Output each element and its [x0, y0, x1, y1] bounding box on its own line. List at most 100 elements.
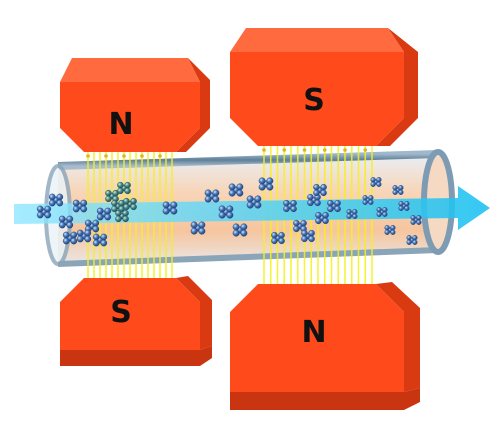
- field-line-dot: [343, 148, 347, 152]
- nanoparticle-cluster: [301, 229, 315, 243]
- nanoparticle: [212, 195, 220, 203]
- nanoparticle: [122, 215, 129, 223]
- nanoparticle: [44, 205, 52, 213]
- nanoparticle-cluster: [258, 177, 274, 191]
- nanoparticle-cluster: [392, 185, 404, 195]
- nanoparticle: [246, 195, 254, 203]
- nanoparticle: [105, 189, 112, 197]
- nanoparticle: [56, 193, 64, 201]
- nanoparticle: [410, 215, 416, 221]
- nanoparticle: [392, 189, 398, 195]
- nanoparticle: [111, 199, 118, 207]
- nanoparticle: [258, 183, 266, 191]
- field-line-dot: [158, 154, 162, 158]
- nanoparticle: [406, 235, 412, 241]
- nanoparticle: [313, 183, 320, 191]
- nanoparticle: [370, 177, 376, 183]
- nanoparticle: [406, 239, 412, 245]
- nanoparticle-cluster: [313, 183, 327, 197]
- nanoparticle: [301, 229, 308, 237]
- nanoparticle-cluster: [48, 193, 64, 207]
- nanoparticle: [334, 199, 341, 207]
- nanoparticle: [384, 225, 390, 231]
- nanoparticle: [115, 209, 122, 217]
- nanoparticle: [254, 201, 262, 209]
- nanoparticle-cluster-icon: [36, 177, 422, 247]
- nanoparticle-cluster: [362, 195, 374, 205]
- nanoparticle: [130, 197, 137, 205]
- nanoparticle-cluster: [218, 205, 234, 219]
- nanoparticle: [346, 213, 352, 219]
- field-line-dot: [322, 148, 327, 152]
- magnet-2-bottom-label: N: [301, 315, 326, 350]
- nanoparticle: [80, 199, 88, 207]
- nanoparticle: [76, 229, 84, 237]
- nanoparticle: [258, 177, 266, 185]
- field-line-dot: [363, 148, 368, 152]
- nanoparticle: [92, 225, 100, 233]
- magnet-1-top-cap: [60, 58, 200, 82]
- nanoparticle-cluster: [307, 193, 321, 207]
- nanoparticle: [376, 177, 382, 183]
- nanoparticle: [84, 235, 92, 243]
- nanoparticle: [232, 229, 240, 237]
- nanoparticle-cluster: [76, 229, 92, 243]
- nanoparticle-cluster: [246, 195, 262, 209]
- nanoparticle: [190, 221, 198, 229]
- nanoparticle: [398, 185, 404, 191]
- nanoparticle: [104, 213, 112, 221]
- magnet-2-bottom-side: [376, 282, 420, 392]
- nanoparticle: [320, 189, 327, 197]
- nanoparticle: [236, 189, 244, 197]
- nanoparticle: [226, 211, 234, 219]
- magnet-1-top-label: N: [108, 107, 133, 142]
- nanoparticle: [412, 239, 418, 245]
- magnet-2-top-label: S: [303, 83, 325, 118]
- nanoparticle: [313, 189, 320, 197]
- nanoparticle: [412, 235, 418, 241]
- nanoparticle-cluster: [406, 235, 418, 245]
- nanoparticle: [36, 205, 44, 213]
- nanoparticle: [66, 221, 74, 229]
- nanoparticle: [376, 207, 382, 213]
- magnet-1-bottom: S: [60, 276, 212, 366]
- nanoparticle: [352, 213, 358, 219]
- field-line-dot: [86, 154, 90, 158]
- nanoparticle-cluster: [228, 183, 244, 197]
- nanoparticle-cluster: [115, 209, 129, 223]
- nanoparticle: [44, 211, 52, 219]
- nanoparticle: [236, 183, 244, 191]
- nanoparticle: [293, 225, 300, 233]
- magnet-2-bottom-face: [230, 284, 404, 392]
- nanoparticle: [271, 231, 278, 239]
- nanoparticle: [96, 207, 104, 215]
- nanoparticle: [117, 181, 124, 189]
- nanoparticle: [228, 183, 236, 191]
- nanoparticle: [308, 229, 315, 237]
- nanoparticle-cluster: [384, 225, 396, 235]
- nanoparticle-cluster: [84, 219, 100, 233]
- nanoparticle: [346, 209, 352, 215]
- field-line-dot: [282, 148, 287, 152]
- nanoparticle: [72, 205, 80, 213]
- field-line-dot: [140, 154, 144, 158]
- nanoparticle-cluster: [204, 189, 220, 203]
- nanoparticle: [315, 217, 322, 225]
- nanoparticle: [301, 235, 308, 243]
- magnet-2-top: S: [230, 28, 418, 146]
- nanoparticle: [300, 219, 307, 227]
- nanoparticle: [117, 187, 124, 195]
- nanoparticle: [72, 199, 80, 207]
- nanoparticle: [382, 211, 388, 217]
- field-line-dot: [122, 154, 126, 158]
- nanoparticle: [320, 183, 327, 191]
- magnet-2-bottom-base: [230, 388, 420, 410]
- nanoparticle: [392, 185, 398, 191]
- nanoparticle: [293, 219, 300, 227]
- nanoparticle: [48, 199, 56, 207]
- nanoparticle: [398, 189, 404, 195]
- nanoparticle: [62, 237, 70, 245]
- nanoparticle: [84, 229, 92, 237]
- nanoparticle: [390, 225, 396, 231]
- nanoparticle: [105, 195, 112, 203]
